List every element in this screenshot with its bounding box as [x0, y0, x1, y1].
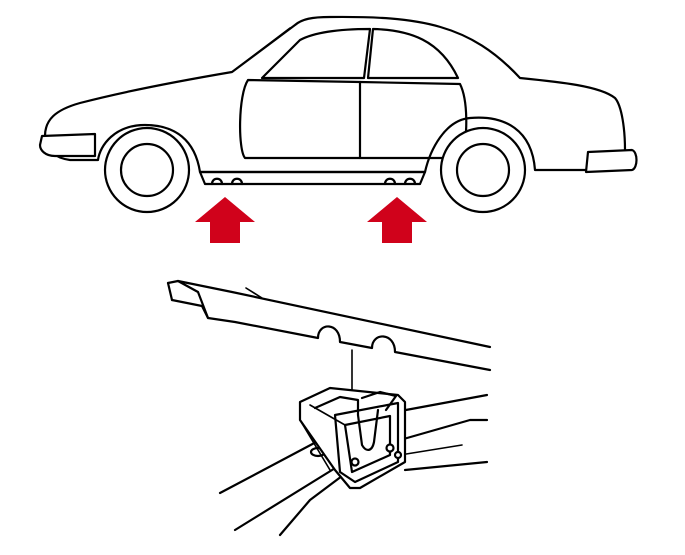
car-side-view	[38, 15, 638, 214]
saddle-top-left	[313, 395, 360, 417]
jack-arm-right-inner	[399, 444, 463, 456]
saddle-bolt-left	[350, 457, 360, 467]
saddle-top-right	[360, 390, 398, 412]
rear-hub	[455, 142, 511, 198]
lift-point-arrow-front	[195, 197, 255, 243]
sill-flange	[166, 279, 492, 349]
sill-fold-line	[245, 287, 263, 299]
saddle-side-edge	[299, 404, 346, 471]
jack-detail-view	[166, 279, 492, 537]
jack-arm-left	[218, 438, 347, 532]
front-bumper	[38, 132, 97, 158]
front-hub	[119, 142, 175, 198]
rear-bumper	[584, 148, 638, 174]
rocker-panel	[198, 170, 427, 186]
jack-notch-front	[210, 177, 244, 186]
jack-notch-rear	[383, 177, 417, 186]
jack-saddle-front-face	[333, 401, 400, 484]
rear-window	[366, 27, 460, 80]
saddle-bolt-side	[393, 450, 403, 460]
saddle-slot	[356, 408, 380, 451]
jack-arm-lower	[278, 468, 352, 537]
front-window	[260, 27, 372, 80]
lift-point-arrow-rear	[367, 197, 427, 243]
windshield-trim	[231, 27, 291, 73]
saddle-inner-frame	[343, 414, 392, 474]
saddle-bolt-right	[385, 443, 395, 453]
sill-edge-bottom	[170, 298, 492, 372]
jack-saddle-body	[298, 386, 407, 490]
front-door	[239, 78, 362, 160]
sill-left-end	[166, 279, 210, 320]
jack-arm-right	[393, 393, 489, 472]
